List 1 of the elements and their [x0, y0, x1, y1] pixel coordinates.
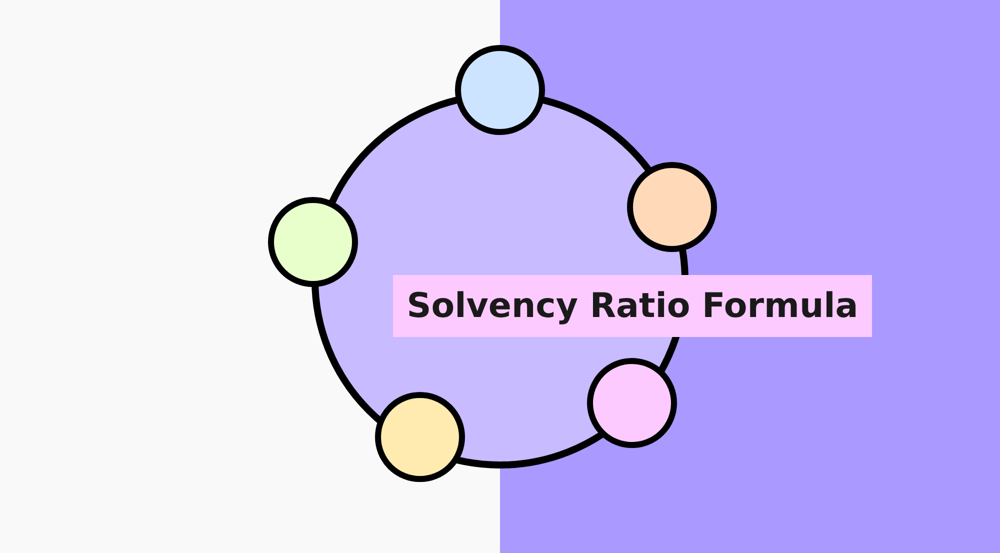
title-banner: Solvency Ratio Formula — [393, 275, 872, 337]
